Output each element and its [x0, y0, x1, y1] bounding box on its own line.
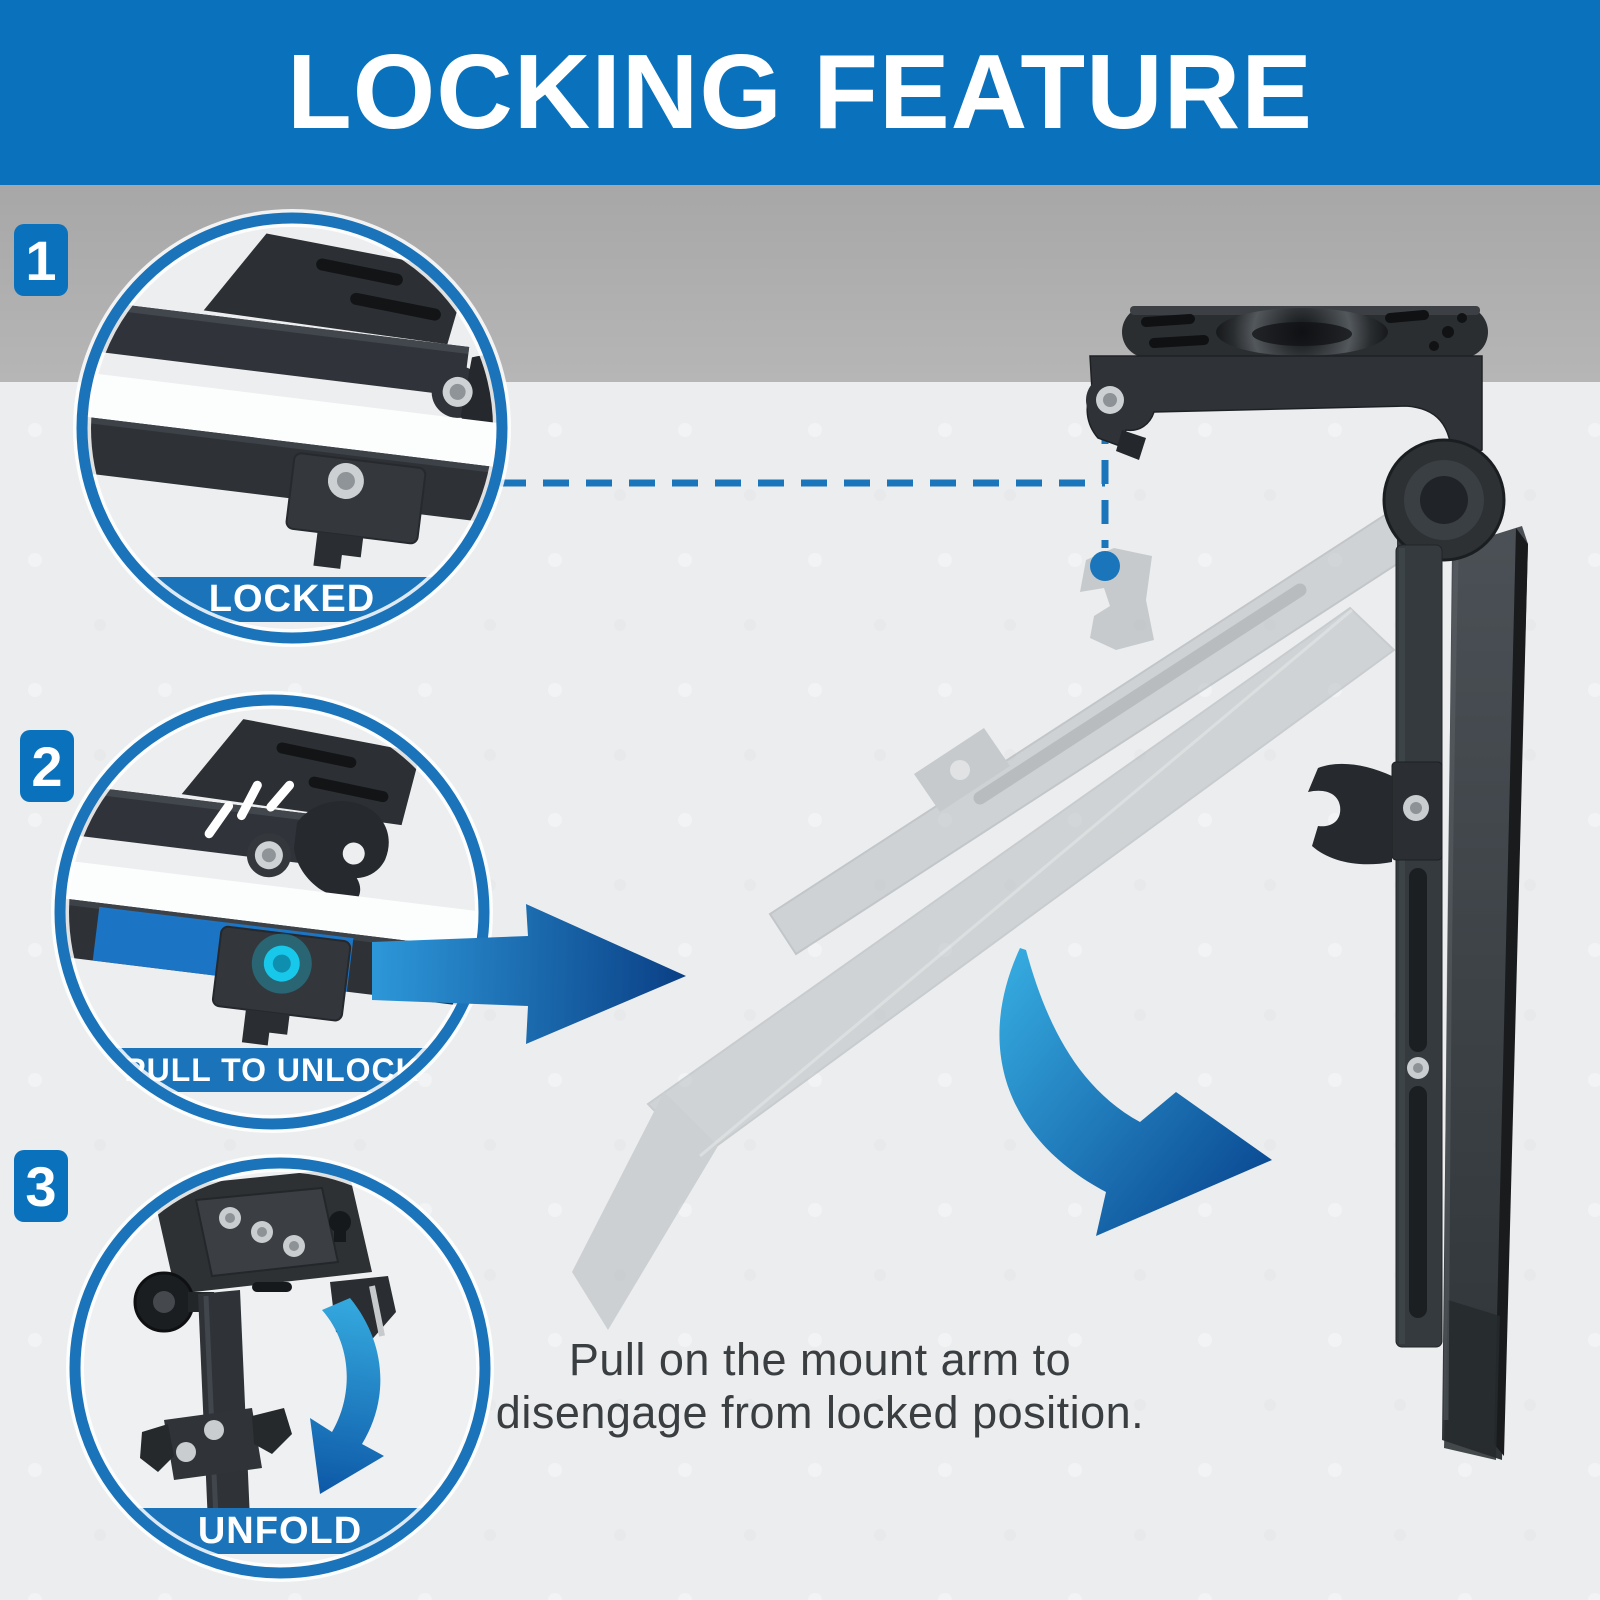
latch-hook-tab [241, 1009, 290, 1046]
plate-slots [1141, 310, 1429, 348]
arm-slot-upper [1409, 868, 1427, 1052]
tv-front-highlight [1443, 559, 1459, 1421]
ghost-tv-bottom-tip [572, 1092, 718, 1330]
rotate-down-arrow-icon [999, 948, 1272, 1236]
instruction-caption: Pull on the mount arm to disengage from … [420, 1334, 1220, 1439]
plate-hole [1442, 326, 1454, 338]
ghost-bracket-screw [950, 760, 970, 780]
step2-label: PULL TO UNLOCK [124, 1052, 419, 1088]
plate-hole [1429, 341, 1439, 351]
claw-notch [342, 842, 365, 865]
step1-number-badge: 1 [14, 224, 68, 296]
ghost-arm-slot [973, 583, 1307, 805]
plate-piece [203, 233, 469, 345]
step3-mechanism [133, 1168, 396, 1524]
step2-ring [54, 694, 490, 1130]
arm-screw-hex [1413, 1063, 1423, 1073]
plate-piece [181, 719, 421, 826]
arm-slot-lower [1409, 1086, 1427, 1318]
step3-label: UNFOLD [198, 1510, 362, 1552]
locking-hook-claw [1308, 763, 1392, 865]
plate-dome-center [1252, 322, 1352, 346]
ghost-tv-edge-highlight [699, 608, 1353, 1158]
mount-bracket [1086, 355, 1483, 464]
step1-locked-photo [82, 218, 502, 638]
white-wall-band [60, 859, 484, 952]
step1-label: LOCKED [209, 578, 375, 620]
unfold-arrow-icon [310, 1298, 384, 1494]
caption-line-1: Pull on the mount arm to [568, 1334, 1072, 1385]
click-marks-icon [204, 780, 295, 839]
pull-unlock-arrow-icon [372, 904, 686, 1044]
page-title: LOCKING FEATURE [287, 33, 1313, 151]
upper-bar [99, 302, 470, 397]
step3-number-badge: 3 [14, 1150, 68, 1222]
caption-line-2: disengage from locked position. [495, 1386, 1145, 1438]
arm-bracket [164, 1408, 262, 1480]
arm-edge-highlight [1399, 548, 1405, 1344]
tv-back-edge [1494, 528, 1528, 1456]
callout-dot-icon [1090, 551, 1120, 581]
header-banner: LOCKING FEATURE [0, 0, 1600, 185]
step3-ring [69, 1157, 491, 1579]
white-wall-band [82, 372, 502, 469]
tv-panel [1442, 526, 1528, 1460]
bracket-screw-hex [1103, 393, 1117, 407]
tv-bottom-module [1444, 1300, 1500, 1460]
step1-ring [76, 212, 508, 644]
released-claw [293, 801, 389, 906]
ghost-unfolding-assembly [572, 498, 1436, 1330]
plate-hole [1457, 313, 1467, 323]
step2-number-badge: 2 [20, 730, 74, 802]
bracket-hook-tab [1116, 430, 1146, 460]
mount-assembly [1086, 306, 1528, 1460]
latch-hook-tab [313, 531, 364, 569]
hook-bracket-screw-hex [1410, 802, 1422, 814]
step1-mechanism [82, 233, 502, 569]
pivot-center [1420, 476, 1468, 524]
